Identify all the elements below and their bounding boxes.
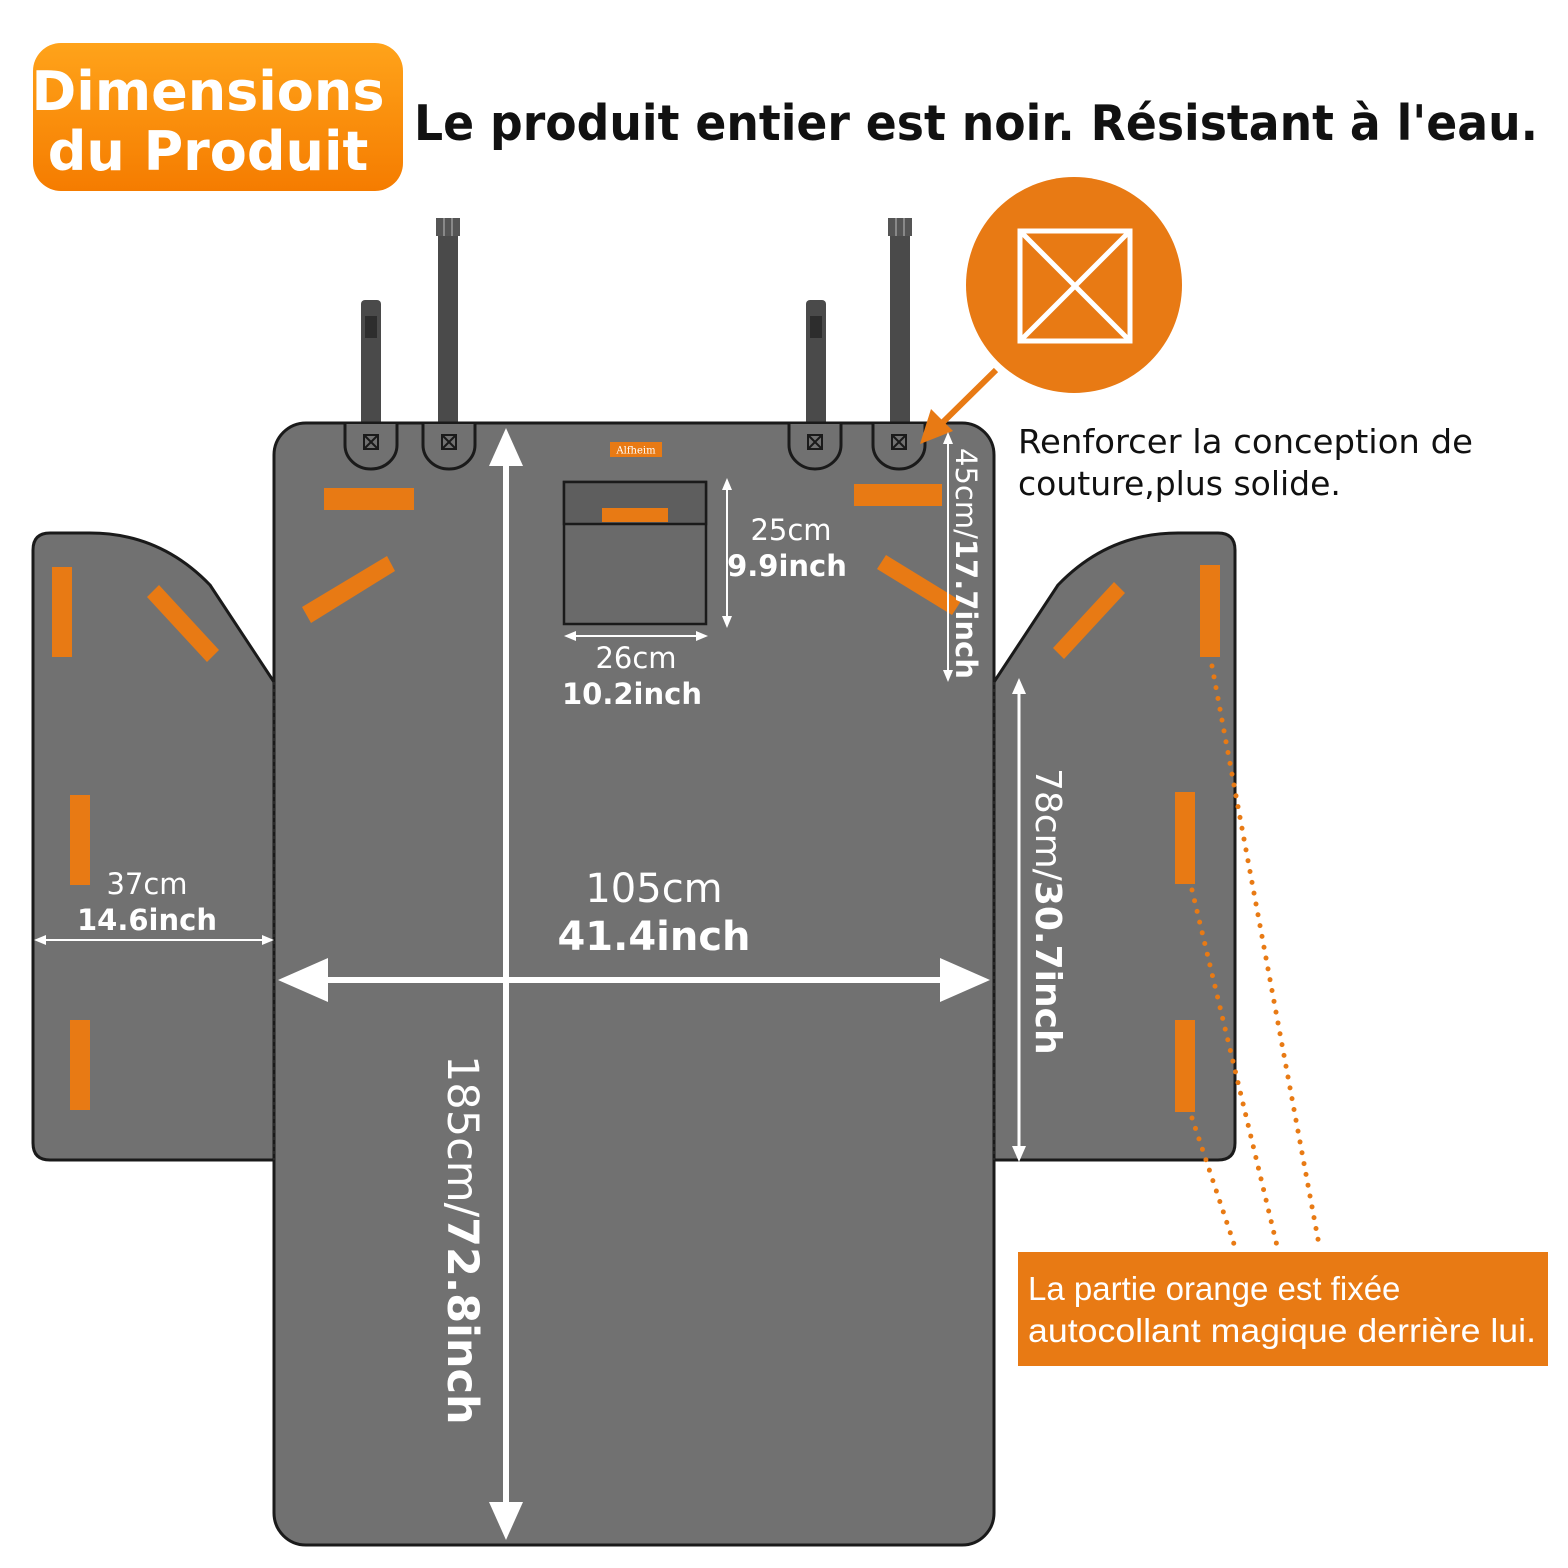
brand-logo: Alfheim — [610, 442, 662, 457]
flap-height-cm: 78cm/ — [1027, 768, 1068, 882]
cross-stitch-icon — [363, 434, 379, 450]
anchor-tabs — [343, 424, 927, 471]
strap-icon — [888, 218, 912, 432]
brand-logo-text: Alfheim — [615, 446, 656, 457]
seat-cover — [31, 421, 1237, 1547]
top-depth-arrow — [943, 432, 953, 682]
left-side-flap — [31, 531, 276, 1162]
total-width-cm: 105cm — [585, 866, 722, 912]
note-line2: couture,plus solide. — [1018, 464, 1341, 503]
cross-stitch-icon — [441, 434, 457, 450]
top-depth-inch: 17.7inch — [949, 539, 983, 679]
flap-width-arrow — [34, 935, 274, 945]
total-length-label: 185cm/72.8inch — [437, 1055, 487, 1425]
dimension-arrows — [34, 428, 1026, 1540]
arrow-icon — [920, 367, 999, 444]
total-length-cm: 185cm/ — [437, 1055, 487, 1218]
top-depth-label: 45cm/17.7inch — [949, 448, 983, 679]
callout-line2: autocollant magique derrière lui. — [1028, 1312, 1536, 1349]
pocket-width-cm: 26cm — [595, 641, 676, 675]
pocket-width-arrow — [564, 631, 708, 641]
storage-pocket — [562, 480, 708, 626]
headline: Le produit entier est noir. Résistant à … — [414, 95, 1538, 152]
cross-stitch-icon — [1017, 228, 1133, 344]
flap-height-label: 78cm/30.7inch — [1027, 768, 1068, 1055]
strap-icon — [361, 300, 381, 432]
width-arrow — [278, 958, 990, 1002]
stitch-detail-zoom — [920, 177, 1182, 444]
strap-icon — [436, 218, 460, 432]
anchor-tab — [787, 424, 843, 471]
pocket-width-inch: 10.2inch — [562, 677, 702, 711]
cross-stitch-icon — [891, 434, 907, 450]
anchor-tab — [343, 424, 399, 471]
flap-width-inch: 14.6inch — [77, 903, 217, 937]
cross-stitch-icon — [807, 434, 823, 450]
velcro-callout: La partie orange est fixée autocollant m… — [1018, 1252, 1548, 1366]
callout-line1: La partie orange est fixée — [1028, 1270, 1400, 1307]
total-length-inch: 72.8inch — [437, 1217, 487, 1425]
title-badge: Dimensions du Produit — [31, 43, 403, 191]
note-line1: Renforcer la conception de — [1018, 422, 1473, 461]
length-arrow — [489, 428, 523, 1540]
anchor-tab — [871, 424, 927, 471]
anchor-tab — [421, 424, 477, 471]
straps — [361, 218, 912, 432]
title-badge-background — [33, 43, 403, 191]
right-side-flap — [992, 531, 1237, 1162]
title-badge-line2: du Produit — [48, 120, 369, 183]
total-width-inch: 41.4inch — [557, 914, 750, 960]
leader-lines — [1189, 663, 1323, 1253]
pocket-height-inch: 9.9inch — [727, 549, 847, 583]
pocket-velcro — [602, 508, 668, 522]
flap-height-inch: 30.7inch — [1027, 881, 1068, 1055]
flap-height-arrow — [1012, 678, 1026, 1162]
top-depth-cm: 45cm/ — [949, 448, 983, 539]
velcro-patches — [52, 484, 1220, 1112]
title-badge-line1: Dimensions — [31, 60, 384, 123]
strap-icon — [806, 300, 826, 432]
flap-width-cm: 37cm — [106, 867, 187, 901]
pocket-height-cm: 25cm — [750, 513, 831, 547]
pocket-height-arrow — [722, 478, 732, 628]
